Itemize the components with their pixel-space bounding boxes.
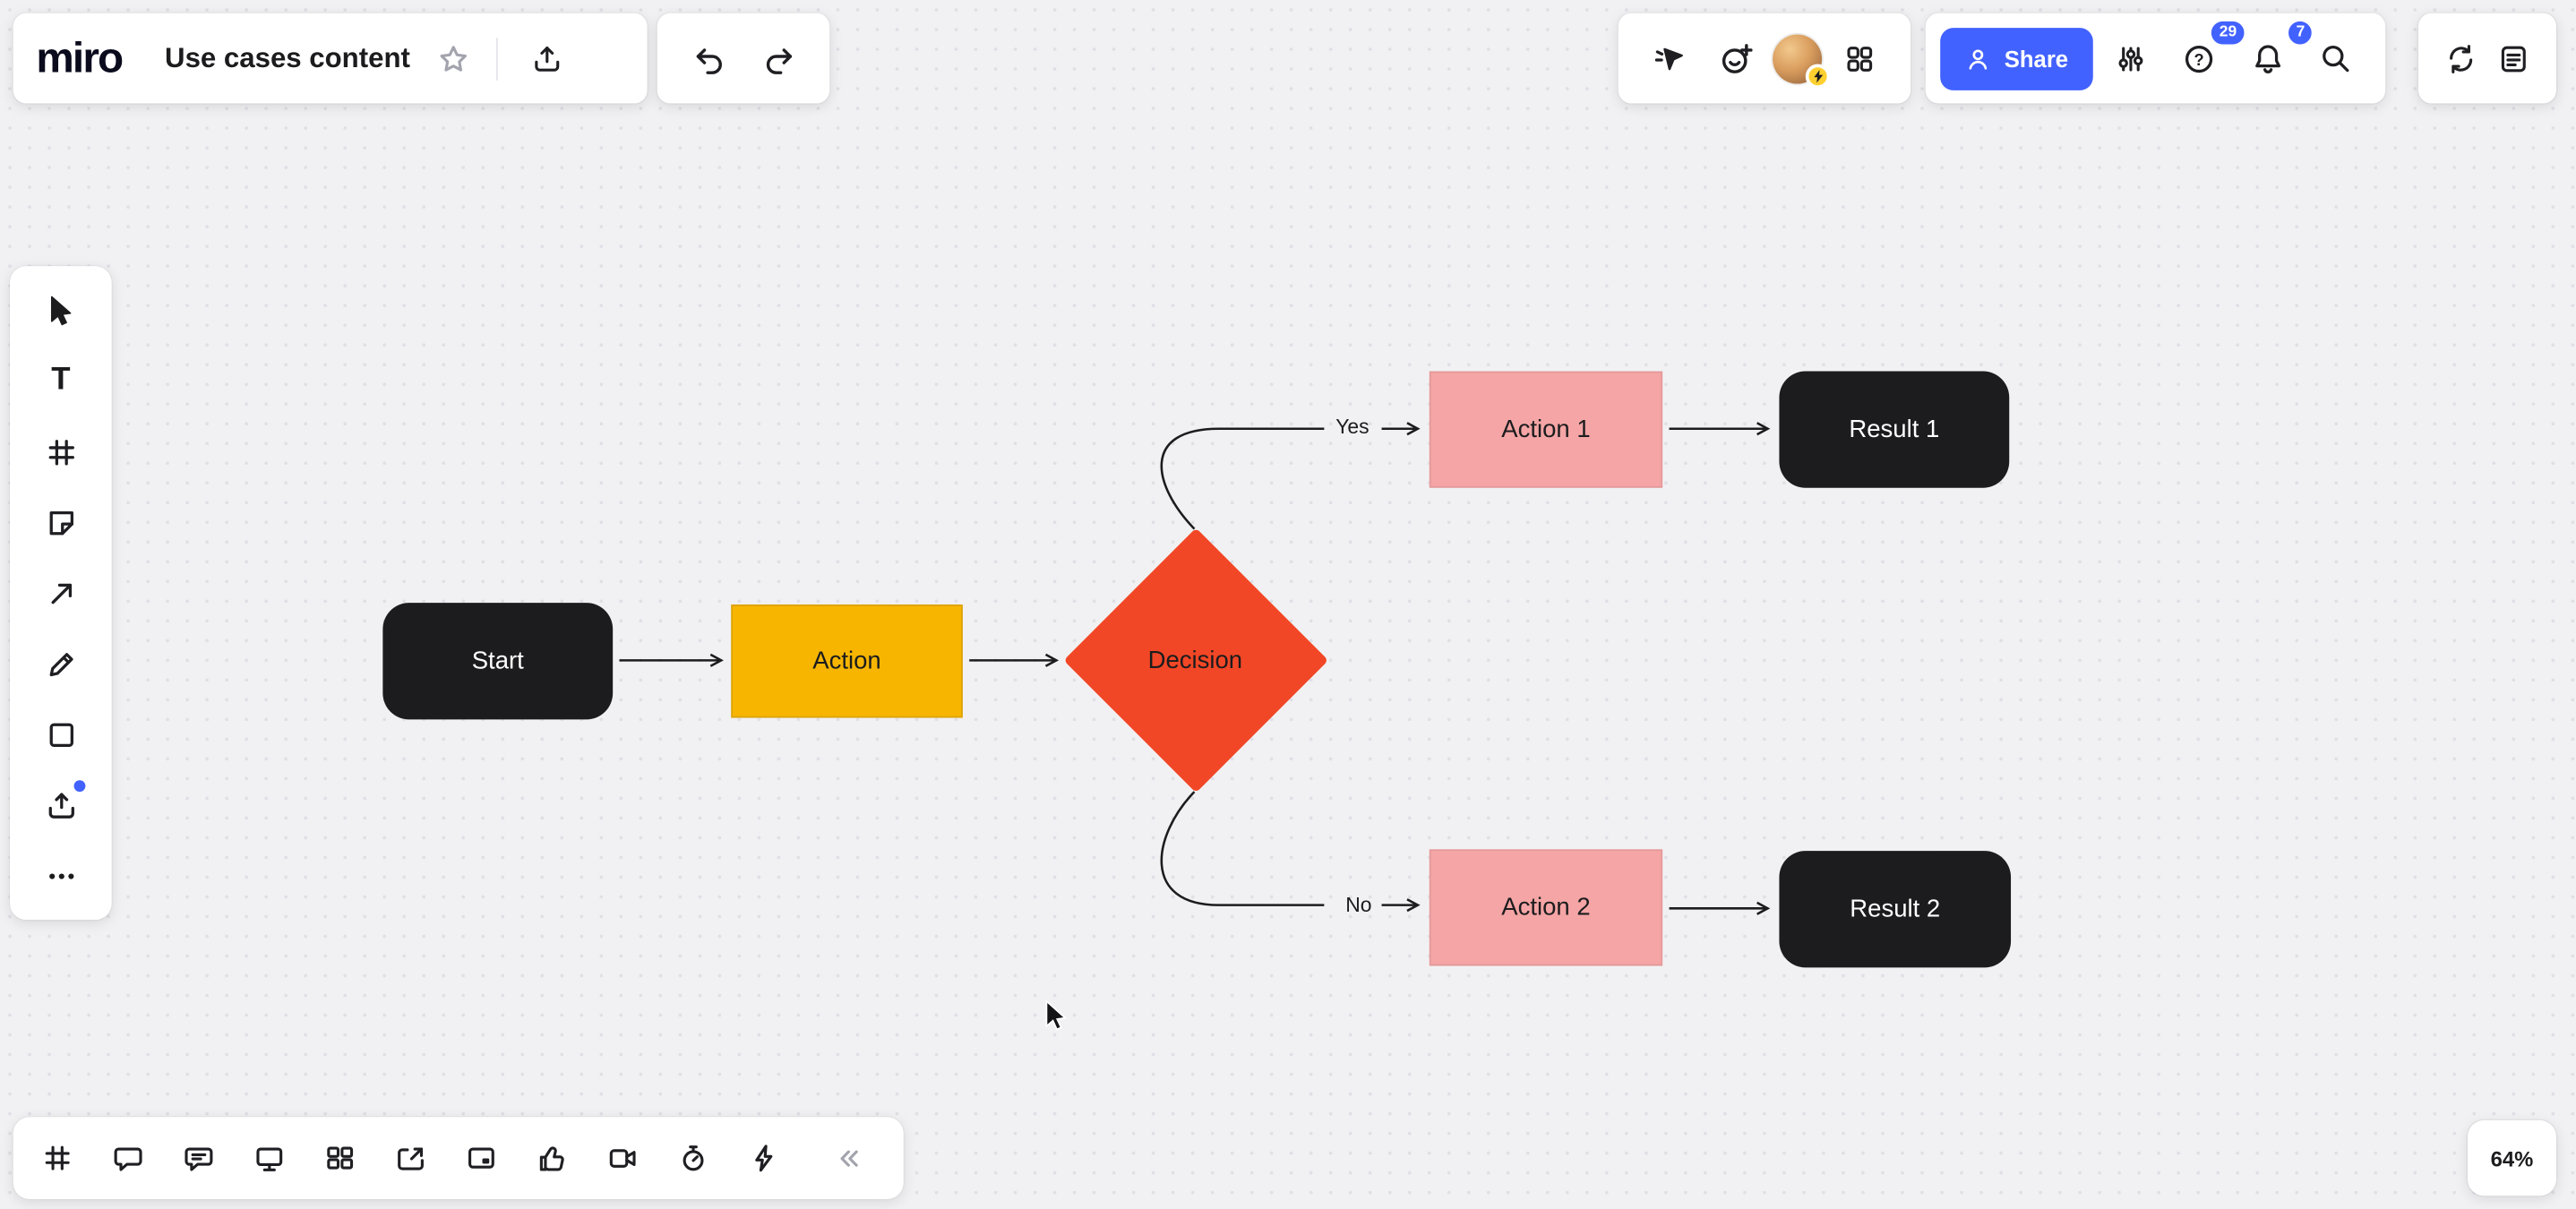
mouse-cursor	[1045, 999, 1068, 1031]
facilitation-toolbar	[13, 1117, 904, 1199]
lightning-icon[interactable]	[736, 1130, 792, 1186]
text-tool-icon[interactable]: T	[51, 363, 71, 398]
edge-decision-yes-curve	[1160, 427, 1325, 530]
board-header-card: miro Use cases content	[13, 13, 648, 104]
node-action[interactable]: Action	[731, 604, 963, 718]
node-start[interactable]: Start	[382, 603, 614, 720]
notifications-badge: 7	[2285, 17, 2316, 48]
more-tools-icon[interactable]	[31, 846, 90, 905]
zoom-level[interactable]: 64%	[2467, 1119, 2557, 1196]
upload-tool-icon[interactable]	[31, 776, 90, 835]
notes-icon[interactable]	[2491, 29, 2537, 88]
undo-icon[interactable]	[678, 29, 737, 88]
search-icon[interactable]	[2306, 29, 2366, 88]
node-action1[interactable]: Action 1	[1429, 371, 1663, 488]
add-reaction-icon[interactable]	[1706, 29, 1765, 88]
reactions-icon[interactable]	[524, 1130, 580, 1186]
node-action1-label: Action 1	[1501, 416, 1591, 444]
attention-cursor-icon[interactable]	[1640, 29, 1699, 88]
creation-toolbar: T	[10, 266, 112, 921]
video-icon[interactable]	[595, 1130, 650, 1186]
apps-icon[interactable]	[1830, 29, 1889, 88]
chat-icon[interactable]	[171, 1130, 227, 1186]
share-tools-card: Share ? 29 7	[1925, 13, 2386, 104]
export-icon[interactable]	[517, 29, 576, 88]
node-result2-label: Result 2	[1850, 895, 1941, 923]
edge-label-yes[interactable]: Yes	[1335, 416, 1370, 439]
node-action-label: Action	[812, 647, 881, 675]
notifications-icon[interactable]: 7	[2238, 17, 2316, 88]
zoom-level-value: 64%	[2490, 1145, 2534, 1170]
lightning-badge	[1806, 63, 1831, 89]
edge-decision-no-curve	[1160, 791, 1325, 906]
comment-icon[interactable]	[100, 1130, 156, 1186]
cards-icon[interactable]	[312, 1130, 367, 1186]
collapse-icon[interactable]	[820, 1130, 875, 1186]
node-action2-label: Action 2	[1501, 893, 1591, 922]
node-action2[interactable]: Action 2	[1429, 849, 1663, 966]
node-result2[interactable]: Result 2	[1779, 851, 2012, 968]
timer-icon[interactable]	[665, 1130, 721, 1186]
miro-logo[interactable]: miro	[36, 32, 124, 82]
share-screen-icon[interactable]	[382, 1130, 438, 1186]
redo-icon[interactable]	[750, 29, 809, 88]
present-icon[interactable]	[242, 1130, 297, 1186]
select-tool-icon[interactable]	[31, 281, 90, 340]
node-decision-label: Decision	[1148, 646, 1244, 674]
help-icon[interactable]: ? 29	[2170, 17, 2248, 88]
sliders-icon[interactable]	[2102, 29, 2161, 88]
sync-icon[interactable]	[2438, 29, 2484, 88]
node-start-label: Start	[471, 647, 524, 675]
sticky-note-tool-icon[interactable]	[31, 493, 90, 552]
help-badge: 29	[2208, 17, 2248, 48]
avatar[interactable]	[1773, 33, 1831, 89]
board-title[interactable]: Use cases content	[165, 41, 410, 73]
upload-notification-dot	[73, 780, 86, 793]
arrow-tool-icon[interactable]	[31, 563, 90, 622]
share-button-label: Share	[2004, 45, 2069, 72]
pen-tool-icon[interactable]	[31, 634, 90, 693]
shapes-tool-icon[interactable]	[31, 705, 90, 764]
collaboration-card	[1618, 13, 1911, 104]
undo-redo-card	[657, 13, 830, 104]
edge-label-no[interactable]: No	[1345, 893, 1372, 917]
frames-icon[interactable]	[30, 1130, 85, 1186]
media-icon[interactable]	[453, 1130, 509, 1186]
svg-text:?: ?	[2194, 50, 2204, 69]
board-utilities-card	[2417, 13, 2557, 104]
share-button[interactable]: Share	[1940, 27, 2093, 90]
node-result1[interactable]: Result 1	[1779, 371, 2010, 488]
frame-tool-icon[interactable]	[31, 422, 90, 481]
header-divider	[495, 37, 498, 80]
node-result1-label: Result 1	[1849, 416, 1940, 444]
star-icon[interactable]	[430, 29, 476, 88]
